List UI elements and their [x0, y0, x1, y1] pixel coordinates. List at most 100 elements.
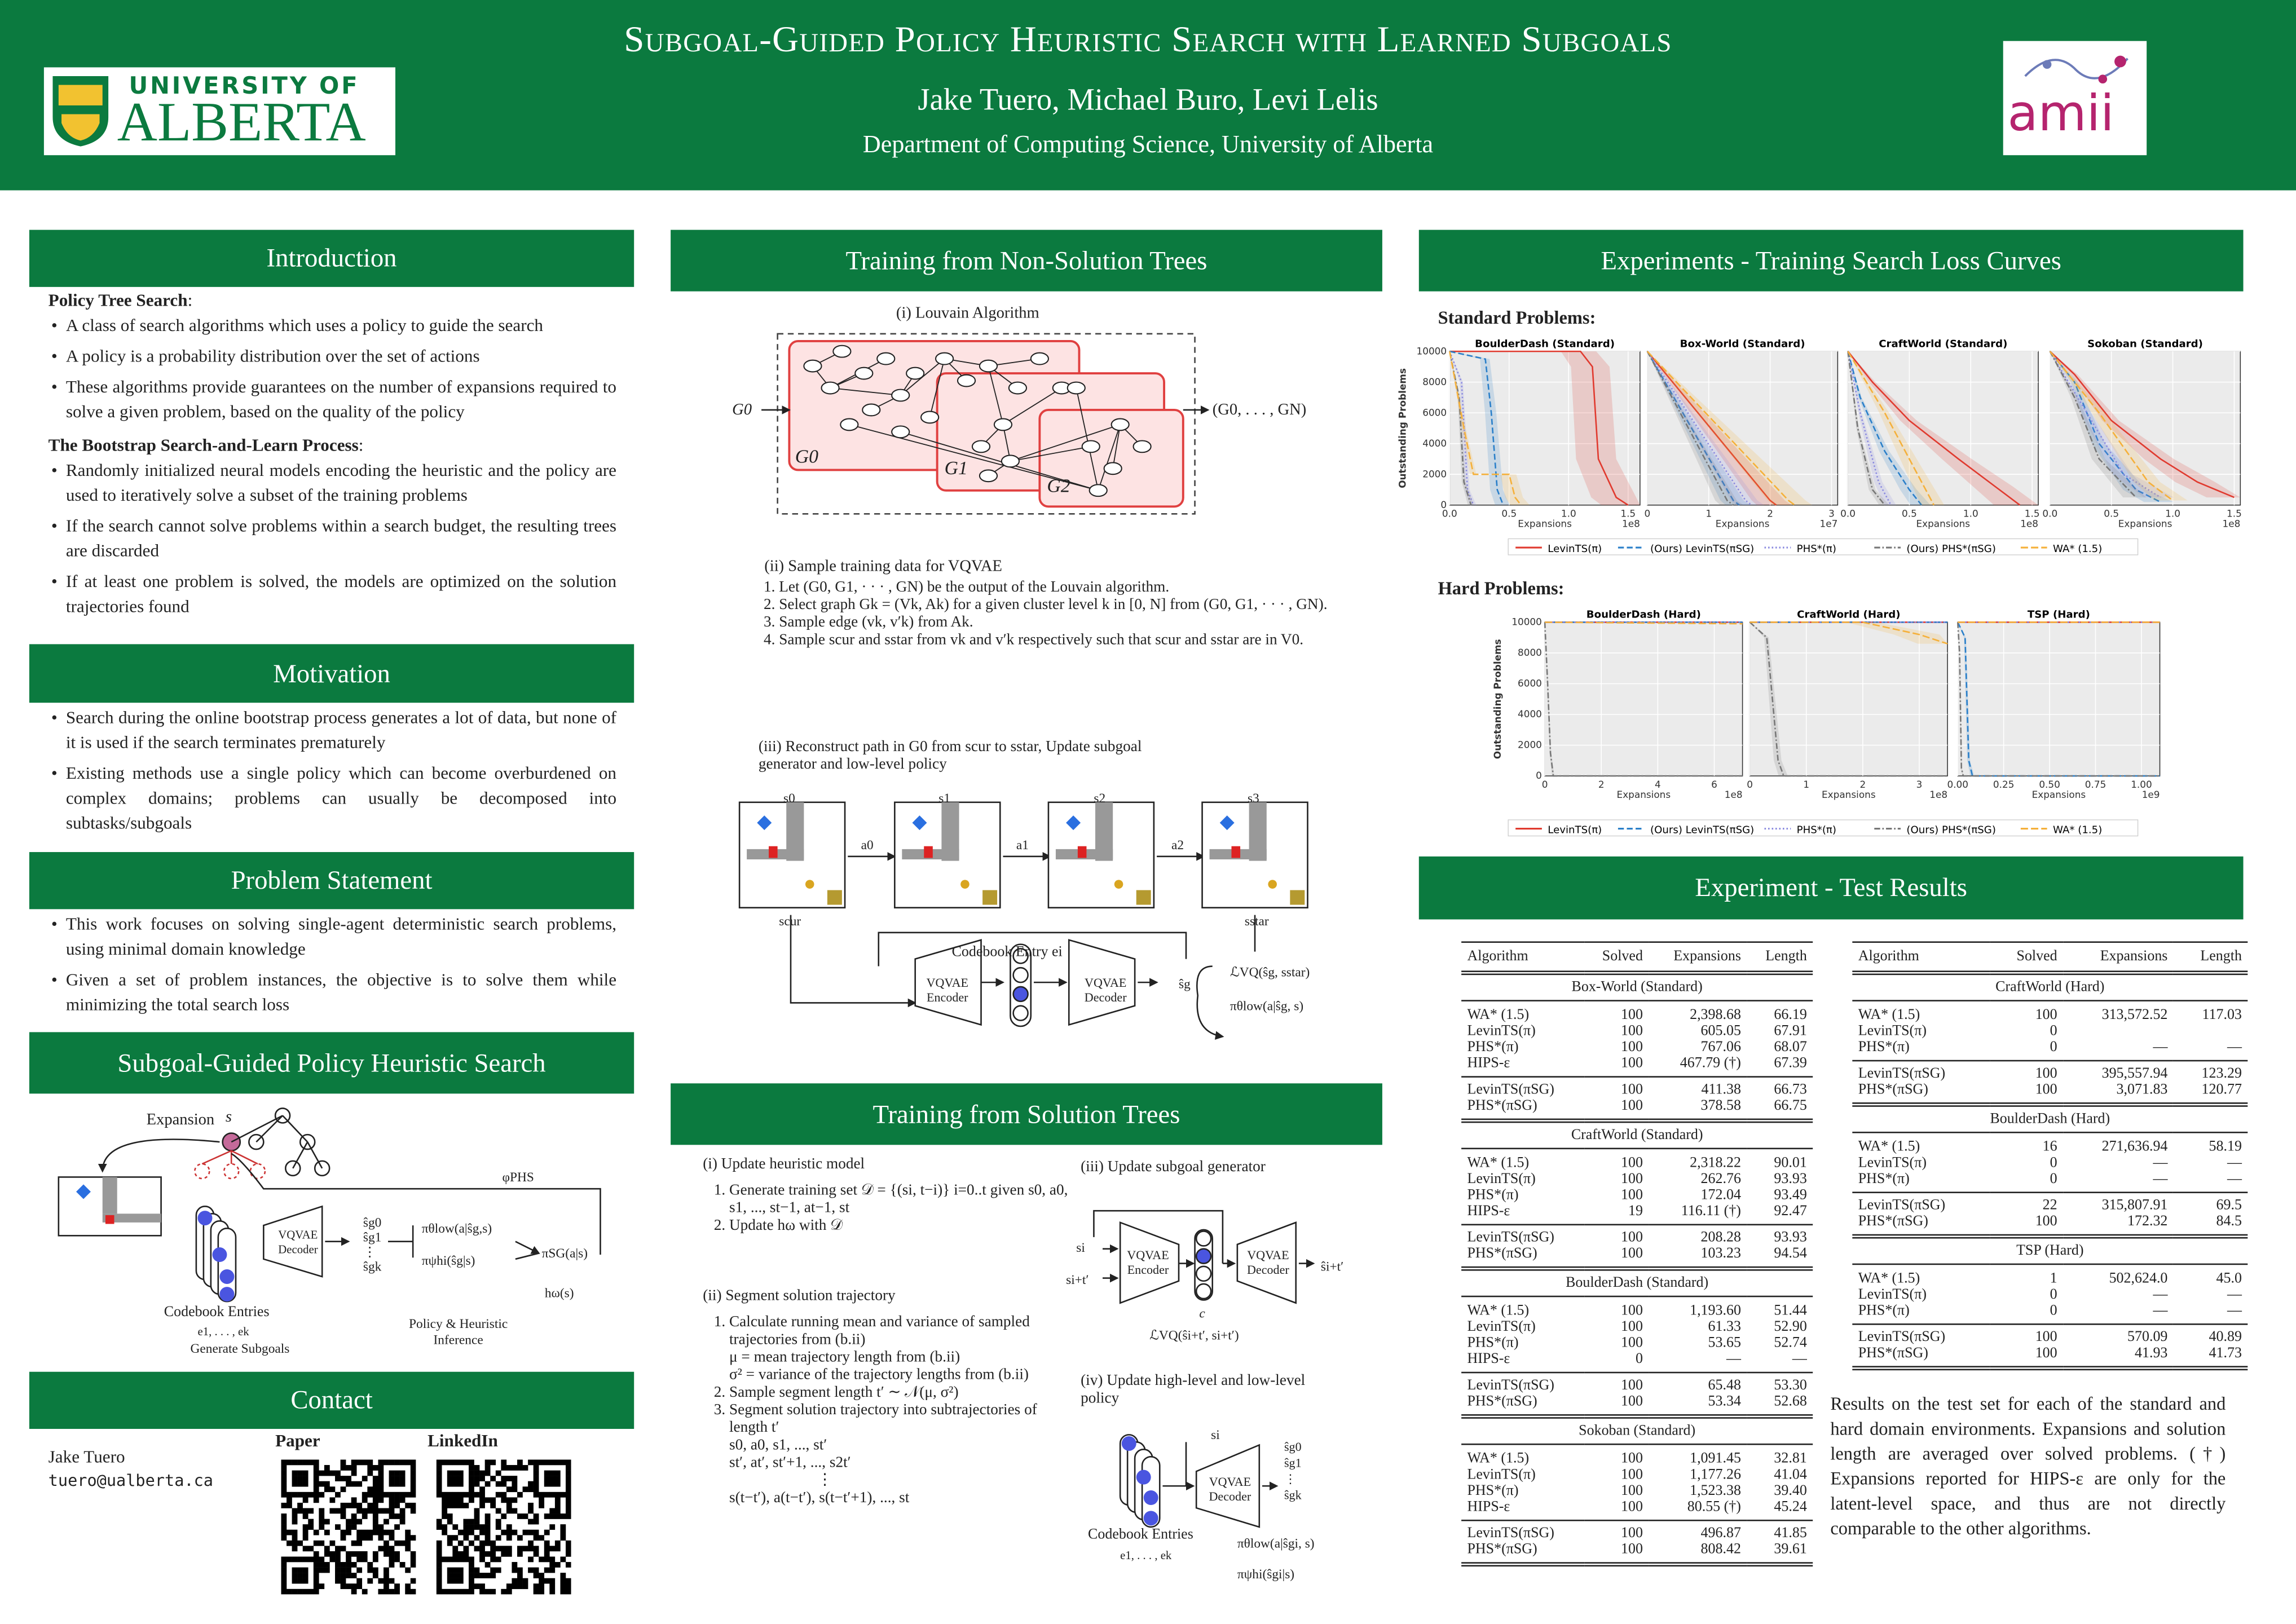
group-row: TSP (Hard) — [1852, 1235, 2248, 1265]
series-line — [1847, 351, 1892, 506]
table-cell: 65.48 — [1649, 1371, 1747, 1394]
step-text: Segment solution trajectory into subtraj… — [729, 1402, 1037, 1436]
policy-update-heading: (iv) Update high-level and low-level pol… — [1081, 1373, 1306, 1407]
pi-low-label: πθlow(a|ŝgi, s) — [1237, 1535, 1315, 1551]
section-header-test-results: Experiment - Test Results — [1418, 856, 2244, 920]
x-tick-label: 4 — [1655, 779, 1661, 790]
y-tick-label: 4000 — [1422, 438, 1447, 449]
table-cell: HIPS-ε — [1467, 1203, 1510, 1220]
heuristic-heading: (i) Update heuristic model — [703, 1157, 865, 1173]
hard-text: Hard Problems — [1438, 578, 1558, 599]
group-name: BoulderDash (Standard) — [1461, 1268, 1813, 1298]
chart-legend: LevinTS(π)(Ours) LevinTS(πSG)PHS*(π)(Our… — [1508, 819, 2139, 837]
game-state-icon — [738, 801, 846, 909]
series-band — [1848, 351, 1889, 505]
state-label: s3 — [1248, 791, 1259, 805]
x-tick-label: 0.00 — [1947, 779, 1968, 790]
x-tick-label: 1.5 — [2227, 508, 2242, 519]
table-cell: 40.89 — [2173, 1323, 2248, 1345]
phi-phs-label: φPHS — [502, 1170, 534, 1185]
x-tick-label: 0 — [1644, 508, 1650, 519]
table-cell: 378.58 — [1649, 1098, 1747, 1123]
subgoal-item: ŝg1 — [363, 1229, 382, 1245]
louvain-diagram — [761, 333, 1210, 515]
group-name: CraftWorld (Standard) — [1461, 1120, 1813, 1150]
pi-low-label: πθlow(a|ŝg,s) — [421, 1221, 492, 1236]
legend-label: WA* (1.5) — [2053, 543, 2102, 555]
column-header: Expansions — [2063, 941, 2174, 976]
table-cell: PHS*(π) — [1467, 1039, 1519, 1056]
list-item: Given a set of problem instances, the ob… — [51, 968, 616, 1017]
table-cell: — — [2153, 1171, 2168, 1188]
y-tick-label: 2000 — [1422, 468, 1447, 479]
table-cell: 411.38 — [1649, 1076, 1747, 1098]
group-name: TSP (Hard) — [1852, 1235, 2248, 1265]
table-cell: 100 — [2035, 1007, 2057, 1023]
x-axis-label: Expansions — [1716, 518, 1770, 529]
subgoal-generator-heading: (iii) Update subgoal generator — [1081, 1159, 1266, 1176]
group-row: Sokoban (Standard) — [1461, 1415, 1813, 1445]
table-cell: PHS*(πSG) — [1461, 1541, 1584, 1566]
vqvae-label: VQVAE — [1247, 1247, 1289, 1263]
sample-steps: Let (G0, G1, · · · , GN) be the output o… — [752, 580, 1335, 650]
x-scale-label: 1e8 — [2020, 518, 2038, 529]
policy-inference-label: Policy & Heuristic Inference — [409, 1316, 508, 1347]
graph-node — [1132, 440, 1152, 453]
y-tick-label: 6000 — [1422, 407, 1447, 418]
x-tick-label: 1.0 — [1963, 508, 1978, 519]
series-line — [1847, 351, 1885, 506]
linkedin-qr-code[interactable] — [436, 1459, 571, 1595]
y-axis-label: Outstanding Problems — [1396, 368, 1408, 488]
table-cell: 66.75 — [1747, 1098, 1813, 1123]
series-band — [1449, 351, 1477, 505]
table-cell: 93.93 — [1747, 1224, 1813, 1246]
sstar-label: sstar — [1244, 914, 1269, 929]
segment-line: ⋮ — [817, 1472, 832, 1489]
table-cell: 45.24 — [1774, 1499, 1807, 1516]
table-cell: — — [2153, 1155, 2168, 1172]
paper-qr-code[interactable] — [281, 1459, 416, 1595]
series-line — [1847, 351, 1923, 506]
subgoal-item: ŝgk — [363, 1259, 382, 1274]
x-tick-label: 0.25 — [1993, 779, 2015, 790]
chart-title: BoulderDash (Standard) — [1475, 338, 1615, 350]
series-line — [1847, 351, 1935, 506]
decoder-text: Decoder — [1084, 990, 1127, 1005]
table-cell: 32.81 — [1774, 1450, 1807, 1467]
table-cell: 100 — [1620, 1319, 1643, 1335]
graph-node — [854, 367, 874, 380]
table-cell: — — [1792, 1351, 1807, 1367]
group-row: CraftWorld (Hard) — [1852, 972, 2248, 1001]
vqvae-label: VQVAE — [1209, 1474, 1251, 1489]
encoder-text: Encoder — [927, 990, 968, 1005]
table-cell: — — [2153, 1287, 2168, 1303]
y-tick-label: 8000 — [1518, 647, 1542, 658]
series-line — [2049, 351, 2174, 501]
graph-node — [935, 352, 954, 365]
legend-label: PHS*(π) — [1797, 543, 1836, 555]
university-logo-line2: ALBERTA — [117, 92, 366, 154]
group-name: BoulderDash (Hard) — [1852, 1104, 2248, 1133]
table-cell: 208.28 — [1649, 1224, 1747, 1246]
sigma-line: σ² = variance of the trajectory lengths … — [729, 1367, 1029, 1384]
graph-node — [1081, 440, 1100, 453]
chart-title: TSP (Hard) — [2028, 609, 2090, 621]
table-cell: 100 — [1990, 1345, 2064, 1371]
output-label: ŝi+t′ — [1320, 1259, 1344, 1274]
cluster-label: G1 — [944, 457, 968, 479]
table-cell: 94.54 — [1747, 1246, 1813, 1271]
table-cell: 808.42 — [1649, 1541, 1747, 1566]
solution-left-column: (i) Update heuristic model Generate trai… — [703, 1157, 1069, 1508]
pi-sg-label: πSG(a|s) — [541, 1246, 588, 1261]
contact-email[interactable]: tuero@ualberta.ca — [48, 1471, 214, 1491]
